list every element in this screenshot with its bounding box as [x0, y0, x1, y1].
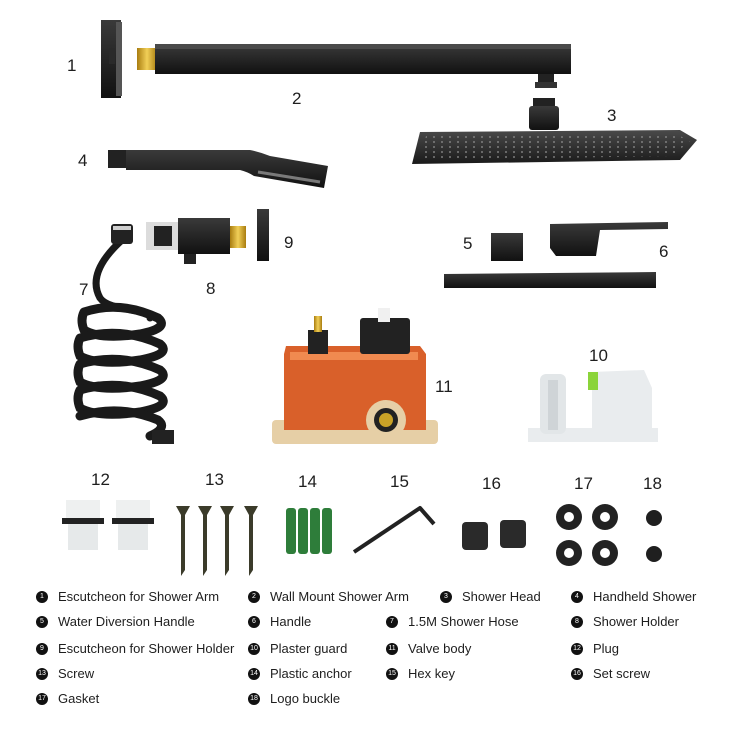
part-wall-mount-shower-arm [137, 44, 571, 88]
part-plaster-guard [528, 370, 658, 442]
part-number-18: 18 [643, 474, 662, 493]
legend-bullet: 11 [386, 642, 398, 655]
legend-bullet: 13 [36, 667, 48, 680]
legend-bullet: 14 [248, 667, 260, 680]
legend-bullet: 18 [248, 692, 260, 705]
legend-label: Shower Holder [593, 614, 679, 629]
part-number-2: 2 [292, 89, 302, 108]
part-shower-head [412, 98, 697, 164]
legend-item-13: 13 Screw [36, 666, 94, 681]
part-number-16: 16 [482, 474, 501, 493]
legend-bullet: 15 [386, 667, 398, 680]
legend-bullet: 9 [36, 642, 48, 655]
part-number-1: 1 [67, 56, 77, 75]
part-shower-hose [73, 224, 174, 444]
legend-label: Plaster guard [270, 641, 348, 656]
part-number-15: 15 [390, 472, 409, 491]
legend-label: Valve body [408, 641, 472, 656]
legend-label: Gasket [58, 691, 100, 706]
legend-bullet: 8 [571, 615, 583, 628]
legend-label: Handle [270, 614, 312, 629]
part-number-17: 17 [574, 474, 593, 493]
legend-label: Hex key [408, 666, 455, 681]
legend-bullet: 4 [571, 590, 583, 603]
legend-label: Set screw [593, 666, 651, 681]
part-shower-holder [146, 218, 246, 264]
legend-label: Logo buckle [270, 691, 341, 706]
legend-bullet: 3 [440, 590, 452, 603]
legend-label: 1.5M Shower Hose [408, 614, 519, 629]
part-screw [176, 506, 258, 576]
part-plug [62, 500, 154, 550]
legend-bullet: 5 [36, 615, 48, 628]
legend-item-6: 6 Handle [248, 614, 311, 629]
legend-item-7: 7 1.5M Shower Hose [386, 614, 519, 629]
legend-item-5: 5 Water Diversion Handle [36, 614, 195, 629]
legend-item-1: 1 Escutcheon for Shower Arm [36, 589, 219, 604]
legend-item-3: 3 Shower Head [440, 589, 541, 604]
legend-label: Plastic anchor [270, 666, 352, 681]
part-number-7: 7 [79, 280, 89, 299]
part-plate [444, 272, 656, 288]
legend-item-11: 11 Valve body [386, 641, 471, 656]
legend-label: Escutcheon for Shower Holder [58, 641, 235, 656]
legend-label: Escutcheon for Shower Arm [58, 589, 220, 604]
legend-item-2: 2 Wall Mount Shower Arm [248, 589, 409, 604]
legend-item-17: 17 Gasket [36, 691, 99, 706]
legend-bullet: 2 [248, 590, 260, 603]
legend-label: Water Diversion Handle [58, 614, 195, 629]
legend-item-15: 15 Hex key [386, 666, 455, 681]
legend-item-4: 4 Handheld Shower [571, 589, 696, 604]
part-number-10: 10 [589, 346, 608, 365]
part-number-9: 9 [284, 233, 294, 252]
legend-label: Shower Head [462, 589, 541, 604]
part-number-5: 5 [463, 234, 473, 253]
part-set-screw [462, 520, 526, 550]
part-hex-key [352, 506, 436, 554]
legend-item-16: 16 Set screw [571, 666, 650, 681]
part-number-3: 3 [607, 106, 617, 125]
legend-bullet: 16 [571, 667, 583, 680]
part-handle [550, 222, 668, 256]
legend-item-14: 14 Plastic anchor [248, 666, 352, 681]
part-number-4: 4 [78, 151, 88, 170]
legend-item-9: 9 Escutcheon for Shower Holder [36, 641, 234, 656]
part-gasket [556, 504, 618, 566]
part-logo-buckle [646, 510, 662, 562]
legend-bullet: 1 [36, 590, 48, 603]
part-number-14: 14 [298, 472, 317, 491]
part-handheld-shower [108, 150, 328, 188]
part-water-diversion-handle [491, 233, 523, 261]
legend-bullet: 6 [248, 615, 260, 628]
legend-label: Handheld Shower [593, 589, 697, 604]
legend-label: Plug [593, 641, 620, 656]
part-number-13: 13 [205, 470, 224, 489]
legend-item-18: 18 Logo buckle [248, 691, 340, 706]
part-valve-body [272, 308, 438, 444]
legend-item-10: 10 Plaster guard [248, 641, 347, 656]
legend-label: Wall Mount Shower Arm [270, 589, 409, 604]
legend-bullet: 12 [571, 642, 583, 655]
part-number-12: 12 [91, 470, 110, 489]
legend-bullet: 17 [36, 692, 48, 705]
legend-item-12: 12 Plug [571, 641, 619, 656]
part-number-6: 6 [659, 242, 669, 261]
part-escutcheon-shower-arm [101, 20, 122, 98]
legend-item-8: 8 Shower Holder [571, 614, 679, 629]
legend-bullet: 10 [248, 642, 260, 655]
part-number-11: 11 [435, 377, 453, 396]
part-number-8: 8 [206, 279, 216, 298]
part-escutcheon-shower-holder [257, 209, 269, 261]
legend-bullet: 7 [386, 615, 398, 628]
legend-label: Screw [58, 666, 95, 681]
part-plastic-anchor [286, 508, 332, 554]
